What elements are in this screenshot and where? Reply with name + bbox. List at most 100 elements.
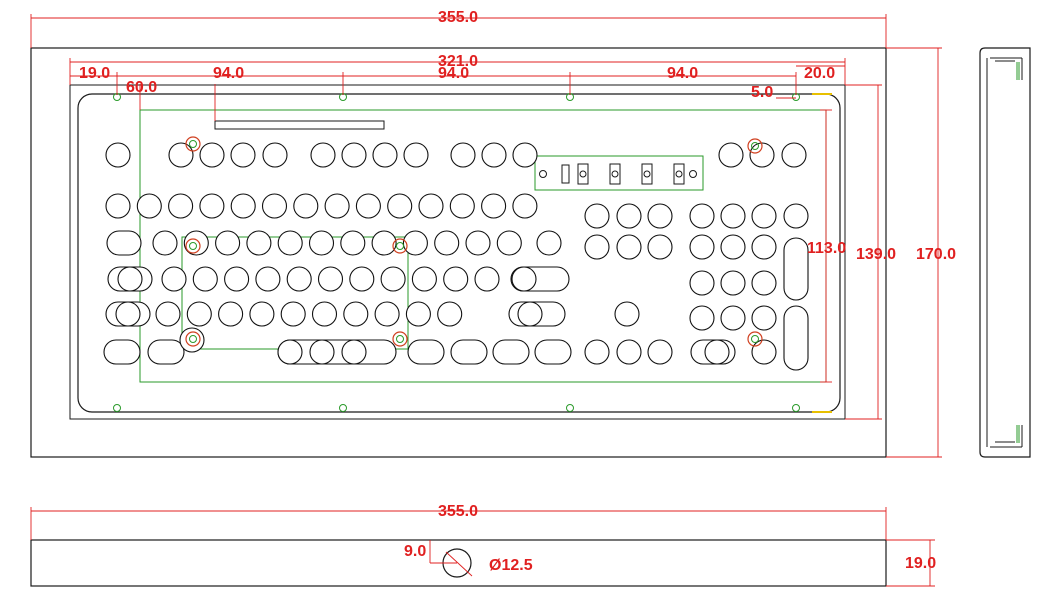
keycap [218,301,244,327]
keycap [720,234,746,260]
keycap [371,230,397,256]
led-indicators [539,163,697,185]
keycap [168,193,194,219]
keycap [230,193,256,219]
keycap [199,193,225,219]
wide-keycap [147,339,185,365]
led-housing [577,163,589,185]
keycap [403,142,429,168]
keycap [511,266,537,292]
screw-ring [185,331,201,347]
keycap [402,230,428,256]
keycap [308,230,335,256]
keycap [584,203,610,229]
screw-center [396,335,404,343]
keycap [224,266,250,292]
keycap [136,193,162,219]
keycap [374,301,400,327]
keycap [647,339,673,365]
keycap [616,203,642,229]
keycap [781,142,807,168]
keycap [249,301,275,327]
led-dot [675,170,683,178]
wide-keycap [106,230,142,256]
dim-port-offset: 9.0 [404,543,426,560]
keycap [340,230,366,256]
keycap [199,142,225,168]
keycap [783,203,809,229]
wide-keycap [492,339,530,365]
keycap-layout [103,142,809,371]
mounting-hole [566,404,574,412]
keycap [517,301,543,327]
keycap [474,266,500,292]
keycap [309,339,335,365]
led-dot [579,170,587,178]
screw-ring [392,331,408,347]
keycap [584,234,610,260]
tall-keycap [783,237,809,301]
screw-ring [185,136,201,152]
keycap [105,193,131,219]
mounting-hole [339,404,347,412]
keycap [536,230,562,256]
keycap [647,203,673,229]
keycap [751,270,777,296]
keycap [689,203,715,229]
wide-keycap [103,339,141,365]
keycap [720,203,746,229]
mounting-hole [792,404,800,412]
dim-front-height: 19.0 [905,555,936,572]
keycap [168,142,194,168]
led-switch [561,164,570,184]
keycap [105,142,131,168]
keycap [183,230,209,256]
keycap [115,301,141,327]
keycap [277,230,303,256]
keycap [186,301,212,327]
screw-center [396,242,404,250]
led-dot [643,170,651,178]
keycap [341,339,367,365]
keycap [496,230,522,256]
screw-center [189,140,197,148]
keycap [481,142,507,168]
keycap [230,142,256,168]
screw-center [189,335,197,343]
outer-case-outline [30,47,887,458]
keycap [310,142,336,168]
led-housing [609,163,621,185]
keycap [465,230,491,256]
keycap [152,230,178,256]
keycap [192,266,218,292]
keycap [512,142,538,168]
keycap [450,142,476,168]
dim-plate-height: 113.0 [807,240,846,257]
keycap [161,266,187,292]
keycap [614,301,640,327]
diameter-leader [445,551,473,577]
keycap [155,301,181,327]
tall-keycap [783,305,809,371]
middle-frame-outline [69,84,846,420]
screw-center [189,242,197,250]
dim-inner-height: 139.0 [856,246,896,263]
keycap [343,301,369,327]
dim-spacing-2: 94.0 [438,65,469,82]
keycap [261,193,288,219]
dim-inner-offset: 60.0 [126,79,157,96]
keycap [286,266,312,292]
dim-corner-offset: 5.0 [751,84,773,101]
keycap [387,193,413,219]
keycap [411,266,437,292]
keycap [246,230,272,256]
keycap [647,234,673,260]
keycap [616,234,642,260]
keycap [280,301,306,327]
keycap [720,270,746,296]
led-dot [611,170,619,178]
keycap [481,193,507,219]
keyboard-plate-outline [77,93,841,413]
keycap [117,266,143,292]
